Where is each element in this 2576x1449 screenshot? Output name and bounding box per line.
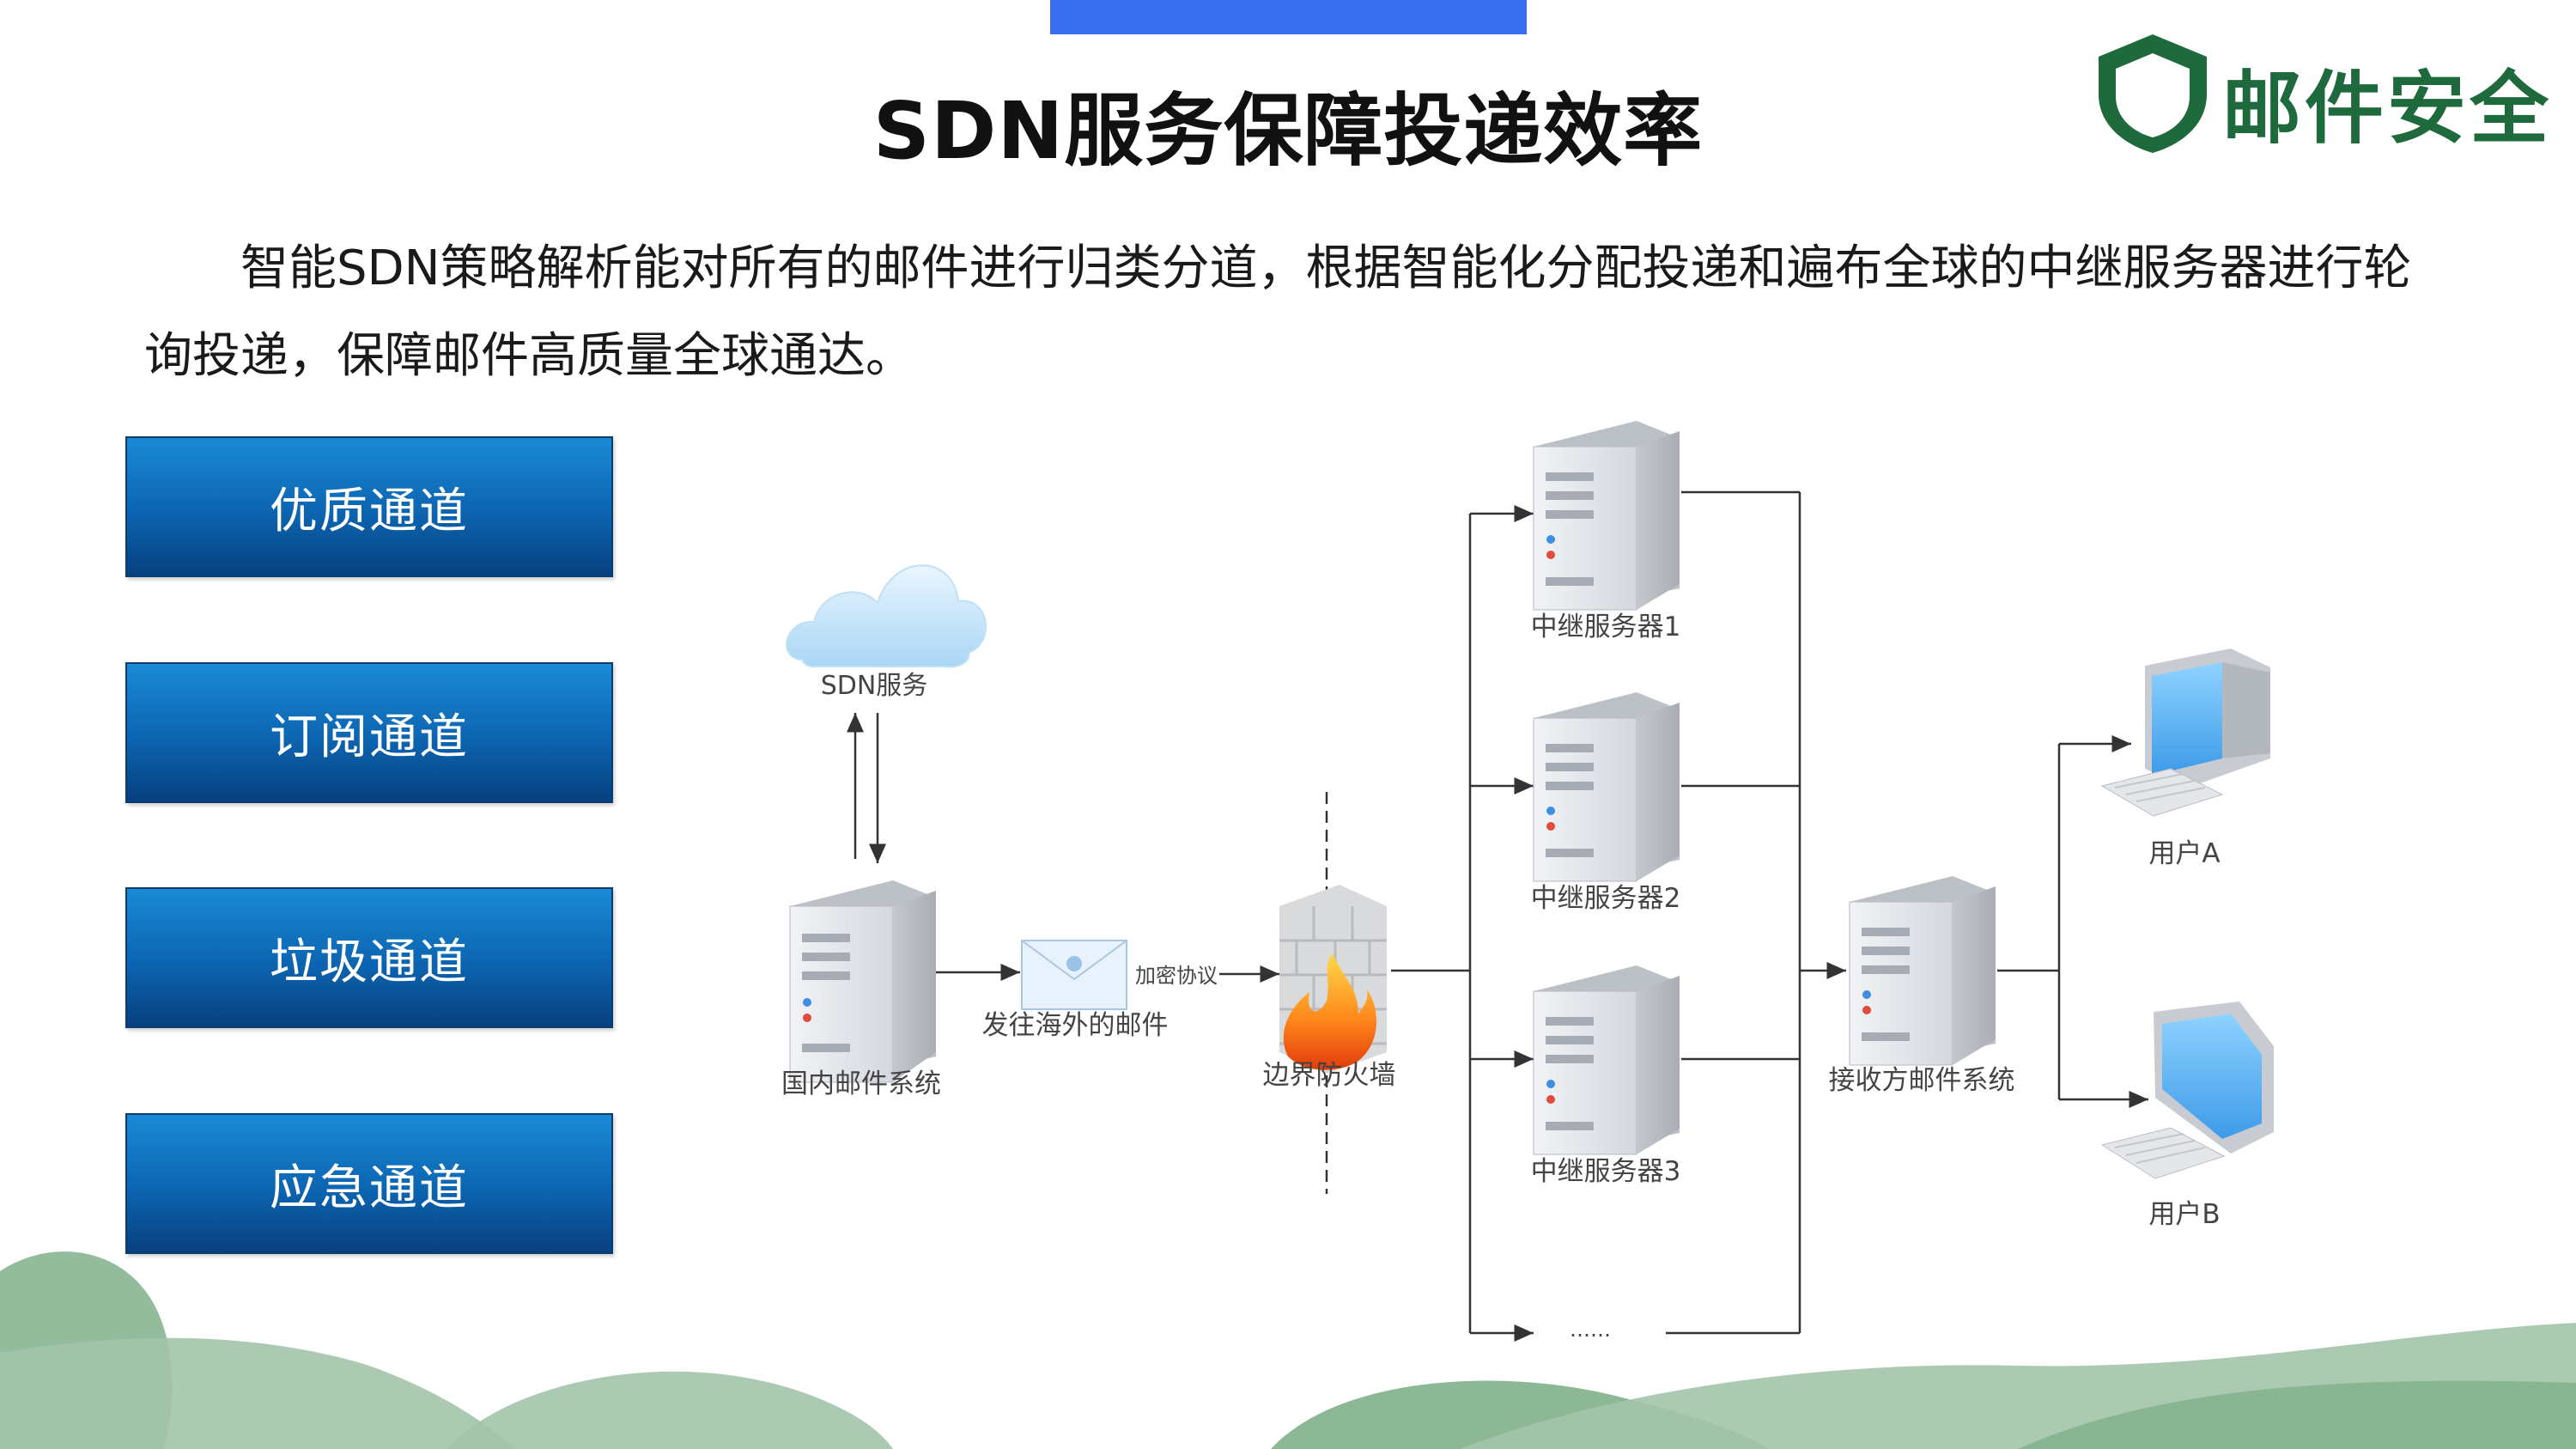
receiver-server-icon	[1849, 876, 1996, 1066]
channel-subscription-button[interactable]: 订阅通道	[125, 662, 613, 803]
top-accent-bar	[1050, 0, 1527, 34]
relay-more-label: ……	[1570, 1318, 1611, 1342]
receiver-mail-label: 接收方邮件系统	[1829, 1065, 2015, 1096]
sdn-service-label: SDN服务	[821, 671, 928, 701]
relay-server-1-icon	[1533, 421, 1680, 611]
outbound-mail-label: 发往海外的邮件	[982, 1010, 1169, 1041]
brand-name: 邮件安全	[2222, 63, 2553, 155]
channel-premium-button[interactable]: 优质通道	[125, 436, 613, 577]
relay-server-2-icon	[1533, 692, 1680, 882]
encryption-label: 加密协议	[1135, 964, 1218, 988]
firewall-label: 边界防火墙	[1263, 1060, 1396, 1091]
relay-server-3-icon	[1533, 965, 1680, 1155]
decorative-waves	[0, 1251, 2576, 1449]
intro-paragraph: 智能SDN策略解析能对所有的邮件进行归类分道，根据智能化分配投递和遍布全球的中继…	[144, 240, 2412, 384]
channel-spam-button[interactable]: 垃圾通道	[125, 887, 613, 1028]
firewall-icon	[1279, 885, 1387, 1074]
user-b-label: 用户B	[2148, 1199, 2220, 1230]
envelope-icon	[1021, 940, 1127, 1010]
relay-server-1-label: 中继服务器1	[1531, 612, 1681, 642]
cloud-icon	[786, 564, 987, 668]
domestic-server-icon	[789, 880, 936, 1083]
relay-server-2-label: 中继服务器2	[1531, 883, 1681, 914]
relay-server-3-label: 中继服务器3	[1531, 1156, 1681, 1187]
channel-emergency-button[interactable]: 应急通道	[125, 1113, 613, 1254]
shield-icon	[2099, 34, 2207, 153]
computer-b-icon	[2100, 1002, 2274, 1179]
domestic-mail-label: 国内邮件系统	[781, 1068, 941, 1099]
user-a-label: 用户A	[2148, 838, 2220, 869]
computer-a-icon	[2100, 648, 2270, 817]
page-title: SDN服务保障投递效率	[872, 85, 1704, 177]
